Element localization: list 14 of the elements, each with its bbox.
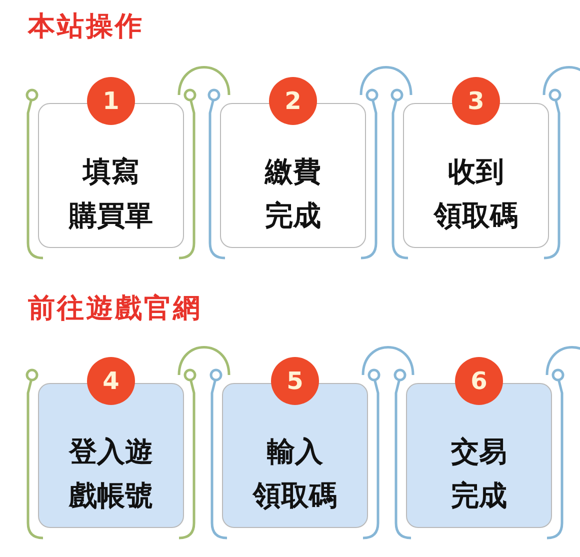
step-label: 輸入領取碼 bbox=[251, 434, 338, 514]
step-number-badge: 5 bbox=[271, 357, 319, 405]
step-label: 登入遊戲帳號 bbox=[68, 434, 154, 514]
step-label: 填寫購買單 bbox=[68, 154, 154, 234]
step-label: 收到領取碼 bbox=[432, 154, 519, 234]
step-number-badge: 4 bbox=[87, 357, 135, 405]
step-label: 交易完成 bbox=[450, 434, 508, 514]
section-heading: 本站操作 bbox=[28, 10, 144, 44]
step-number-badge: 2 bbox=[269, 77, 317, 125]
section-heading: 前往遊戲官網 bbox=[28, 292, 202, 326]
step-number-badge: 6 bbox=[455, 357, 503, 405]
step-number-badge: 3 bbox=[452, 77, 500, 125]
step-number-badge: 1 bbox=[87, 77, 135, 125]
step-label: 繳費完成 bbox=[264, 154, 322, 234]
